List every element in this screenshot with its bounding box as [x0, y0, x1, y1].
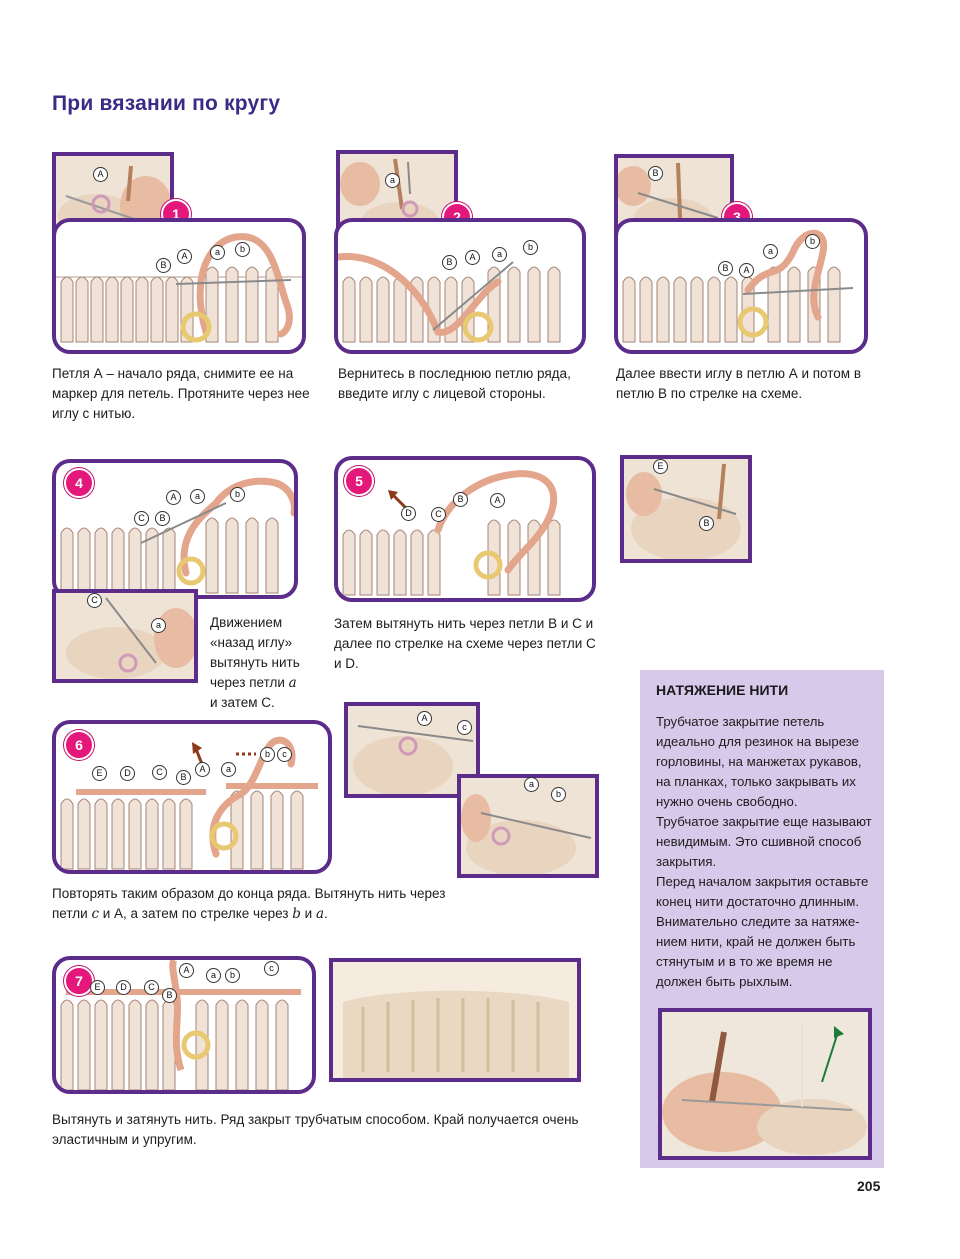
step-6-photo-2 [457, 774, 599, 878]
loop-label: a [206, 968, 221, 983]
loop-label: a [492, 247, 507, 262]
loop-label: D [116, 980, 131, 995]
loop-label: A [417, 711, 432, 726]
loop-label: E [653, 459, 668, 474]
step-6-caption: Повторять таким образом до конца ряда. В… [52, 886, 446, 922]
loop-label: E [90, 980, 105, 995]
loop-label: C [87, 593, 102, 608]
sidebar-title: НАТЯЖЕНИЕ НИТИ [656, 682, 789, 698]
loop-label: b [523, 240, 538, 255]
loop-label: A [177, 249, 192, 264]
loop-label: B [176, 770, 191, 785]
loop-label: c [277, 747, 292, 762]
step-4-badge: 4 [64, 468, 94, 498]
loop-label: b [805, 234, 820, 249]
step-7-diagram [52, 956, 316, 1094]
step-1-caption: Петля А – начало ряда, снимите ее на мар… [52, 366, 310, 421]
step-6-badge: 6 [64, 730, 94, 760]
step-5-photo [620, 455, 752, 563]
sidebar-photo [658, 1008, 872, 1160]
step-5-badge: 5 [344, 466, 374, 496]
sidebar-paragraph: Перед началом закрытия оставьте конец ни… [656, 874, 869, 989]
step-4-caption: Движением «назад иглу» вытянуть нить чер… [210, 615, 300, 710]
loop-label: B [648, 166, 663, 181]
loop-label: A [490, 493, 505, 508]
loop-label: A [166, 490, 181, 505]
page-number: 205 [857, 1178, 881, 1194]
loop-label: D [401, 506, 416, 521]
step-5-caption: Затем вытянуть нить через петли В и С и … [334, 616, 596, 671]
step-3-diagram [614, 218, 868, 354]
step-7-badge: 7 [64, 966, 94, 996]
loop-label: a [221, 762, 236, 777]
loop-label: c [457, 720, 472, 735]
step-1-diagram [52, 218, 306, 354]
loop-label: B [442, 255, 457, 270]
loop-label: A [195, 762, 210, 777]
loop-label: C [144, 980, 159, 995]
loop-label: a [763, 244, 778, 259]
loop-label: A [465, 250, 480, 265]
step-7-caption: Вытянуть и затянуть нить. Ряд закрыт тру… [52, 1112, 579, 1147]
sidebar-paragraph: Трубчатое закрытие еще называют невидимы… [656, 814, 872, 869]
loop-label: B [155, 511, 170, 526]
loop-label: A [739, 263, 754, 278]
loop-label: B [162, 988, 177, 1003]
step-5-diagram [334, 456, 596, 602]
step-2-diagram [334, 218, 586, 354]
loop-label: b [551, 787, 566, 802]
loop-label: C [431, 507, 446, 522]
loop-label: b [235, 242, 250, 257]
sidebar-body: Трубчатое закрытие петель идеально для р… [656, 712, 878, 992]
step-4-photo [52, 589, 198, 683]
loop-label: B [718, 261, 733, 276]
loop-label: B [156, 258, 171, 273]
loop-label: B [699, 516, 714, 531]
sidebar-paragraph: Трубчатое закрытие петель идеально для р… [656, 714, 862, 809]
loop-label: A [179, 963, 194, 978]
loop-label: a [190, 489, 205, 504]
loop-label: a [210, 245, 225, 260]
tension-sidebar: НАТЯЖЕНИЕ НИТИ Трубчатое закрытие петель… [640, 670, 884, 1168]
loop-label: a [385, 173, 400, 188]
step-3-caption: Далее ввести иглу в петлю А и потом в пе… [616, 366, 862, 401]
loop-label: b [260, 747, 275, 762]
step-2-caption: Вернитесь в последнюю петлю ряда, введит… [338, 366, 571, 401]
loop-label: c [264, 961, 279, 976]
loop-label: B [453, 492, 468, 507]
loop-label: b [230, 487, 245, 502]
loop-label: C [134, 511, 149, 526]
loop-label: C [152, 765, 167, 780]
loop-label: a [151, 618, 166, 633]
step-6-photo-1 [344, 702, 480, 798]
page-title: При вязании по кругу [52, 92, 281, 115]
loop-label: A [93, 167, 108, 182]
step-6-diagram [52, 720, 332, 874]
loop-label: a [524, 777, 539, 792]
loop-label: b [225, 968, 240, 983]
loop-label: D [120, 766, 135, 781]
step-7-result-photo [329, 958, 581, 1082]
loop-label: E [92, 766, 107, 781]
